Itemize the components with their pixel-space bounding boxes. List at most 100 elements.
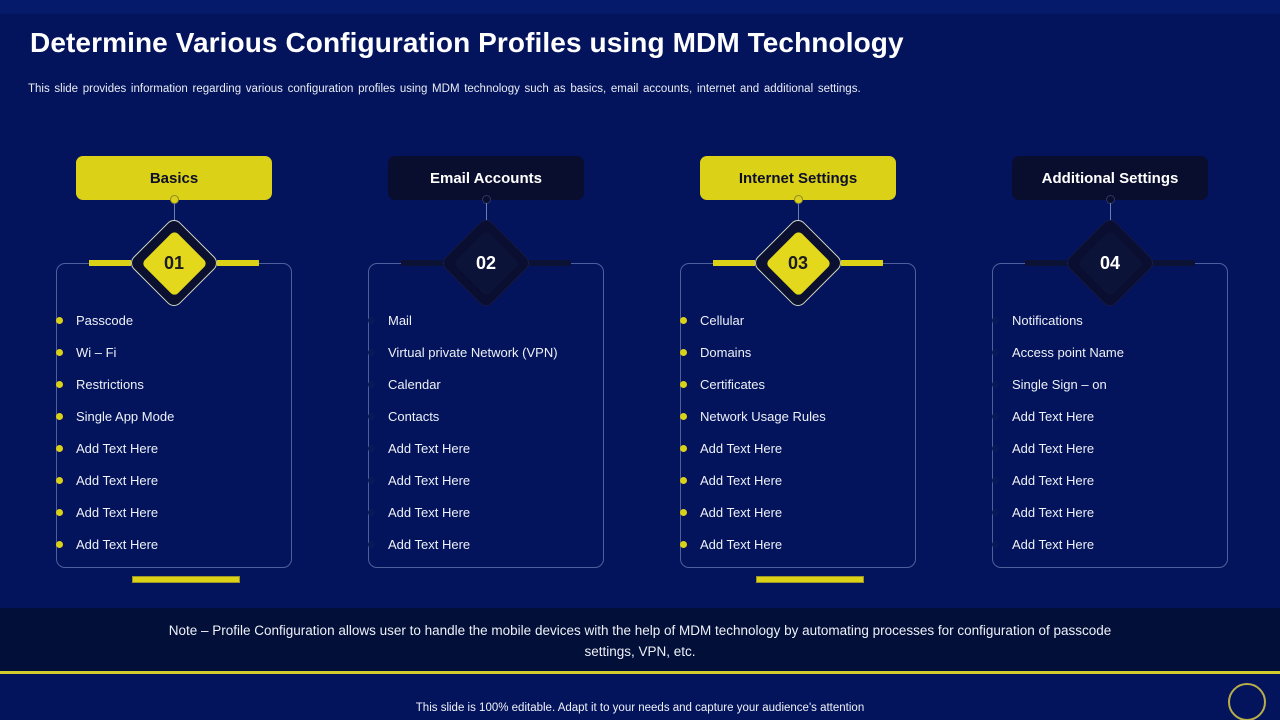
- list-item[interactable]: Network Usage Rules: [680, 400, 930, 432]
- column-header-pill[interactable]: Internet Settings: [700, 156, 896, 200]
- list-item-label: Add Text Here: [700, 440, 783, 456]
- list-item[interactable]: Single App Mode: [56, 400, 306, 432]
- column-header-pill[interactable]: Basics: [76, 156, 272, 200]
- bullet-icon: [680, 380, 687, 388]
- list-item-label: Add Text Here: [1012, 472, 1095, 488]
- bullet-icon: [680, 508, 687, 516]
- list-item-label: Restrictions: [76, 376, 144, 392]
- list-item-label: Calendar: [388, 376, 441, 392]
- column-header-label: Email Accounts: [430, 169, 542, 187]
- list-item-label: Add Text Here: [1012, 536, 1095, 552]
- list-item[interactable]: Add Text Here: [992, 496, 1242, 528]
- bullet-icon: [992, 540, 999, 548]
- list-item-label: Wi – Fi: [76, 344, 117, 360]
- list-item[interactable]: Add Text Here: [992, 400, 1242, 432]
- list-item[interactable]: Wi – Fi: [56, 336, 306, 368]
- bullet-icon: [56, 380, 63, 388]
- badge-side-bar-left: [1025, 260, 1067, 266]
- list-item-label: Single App Mode: [76, 408, 175, 424]
- list-item[interactable]: Add Text Here: [680, 528, 930, 560]
- list-item-label: Add Text Here: [700, 536, 783, 552]
- bullet-icon: [56, 508, 63, 516]
- footer-text: This slide is 100% editable. Adapt it to…: [415, 702, 865, 714]
- list-item-label: Certificates: [700, 376, 766, 392]
- list-item-label: Add Text Here: [700, 472, 783, 488]
- bullet-icon: [992, 348, 999, 356]
- list-item[interactable]: Mail: [368, 304, 618, 336]
- bullet-icon: [56, 476, 63, 484]
- note-band: Note – Profile Configuration allows user…: [0, 608, 1280, 673]
- bullet-icon: [680, 540, 687, 548]
- badge-side-bar-left: [713, 260, 755, 266]
- bullet-icon: [992, 508, 999, 516]
- list-item[interactable]: Restrictions: [56, 368, 306, 400]
- bullet-icon: [368, 476, 375, 484]
- list-item-label: Add Text Here: [1012, 440, 1095, 456]
- column-header-label: Basics: [149, 169, 199, 187]
- list-item[interactable]: Calendar: [368, 368, 618, 400]
- list-item[interactable]: Passcode: [56, 304, 306, 336]
- list-item[interactable]: Add Text Here: [992, 528, 1242, 560]
- list-item[interactable]: Add Text Here: [56, 528, 306, 560]
- corner-circle-icon: [1228, 683, 1266, 720]
- list-item-label: Access point Name: [1012, 344, 1124, 360]
- title-accent-bar: [0, 0, 1280, 14]
- bullet-icon: [680, 476, 687, 484]
- list-item[interactable]: Cellular: [680, 304, 930, 336]
- list-item-label: Passcode: [76, 312, 134, 328]
- list-item[interactable]: Add Text Here: [368, 464, 618, 496]
- list-item[interactable]: Add Text Here: [680, 432, 930, 464]
- list-item-label: Add Text Here: [1012, 408, 1095, 424]
- list-item[interactable]: Add Text Here: [56, 496, 306, 528]
- bullet-icon: [56, 444, 63, 452]
- bullet-icon: [368, 540, 375, 548]
- column-header-pill[interactable]: Additional Settings: [1012, 156, 1208, 200]
- bullet-icon: [368, 508, 375, 516]
- list-item[interactable]: Add Text Here: [368, 496, 618, 528]
- note-text: Note – Profile Configuration allows user…: [168, 622, 1112, 659]
- list-item[interactable]: Virtual private Network (VPN): [368, 336, 618, 368]
- bullet-icon: [680, 444, 687, 452]
- badge-side-bar-left: [401, 260, 443, 266]
- footer-bar: This slide is 100% editable. Adapt it to…: [0, 674, 1280, 720]
- column-header-pill[interactable]: Email Accounts: [388, 156, 584, 200]
- column-header-label: Additional Settings: [1041, 169, 1179, 187]
- list-item-label: Network Usage Rules: [700, 408, 826, 424]
- list-item-label: Add Text Here: [700, 504, 783, 520]
- list-item[interactable]: Contacts: [368, 400, 618, 432]
- bullet-icon: [56, 348, 63, 356]
- list-item[interactable]: Add Text Here: [56, 432, 306, 464]
- list-item[interactable]: Access point Name: [992, 336, 1242, 368]
- list-item[interactable]: Domains: [680, 336, 930, 368]
- list-item[interactable]: Notifications: [992, 304, 1242, 336]
- list-item[interactable]: Add Text Here: [680, 496, 930, 528]
- list-item-label: Add Text Here: [388, 472, 471, 488]
- bullet-icon: [368, 348, 375, 356]
- step-number: 04: [1099, 253, 1121, 273]
- list-item-label: Add Text Here: [388, 536, 471, 552]
- bullet-icon: [680, 316, 687, 324]
- column-accent-underline: [132, 576, 240, 583]
- page-subtitle: This slide provides information regardin…: [28, 83, 861, 95]
- list-item-label: Add Text Here: [388, 504, 471, 520]
- bullet-icon: [56, 540, 63, 548]
- list-item-label: Mail: [388, 312, 412, 328]
- list-item[interactable]: Add Text Here: [992, 432, 1242, 464]
- bullet-icon: [992, 380, 999, 388]
- list-item[interactable]: Add Text Here: [680, 464, 930, 496]
- step-number: 02: [475, 253, 497, 273]
- badge-side-bar-right: [529, 260, 571, 266]
- list-item-label: Notifications: [1012, 312, 1083, 328]
- bullet-icon: [992, 412, 999, 420]
- list-item[interactable]: Single Sign – on: [992, 368, 1242, 400]
- list-item[interactable]: Certificates: [680, 368, 930, 400]
- list-item[interactable]: Add Text Here: [368, 528, 618, 560]
- list-item[interactable]: Add Text Here: [368, 432, 618, 464]
- list-item-label: Domains: [700, 344, 752, 360]
- list-item-label: Add Text Here: [76, 472, 159, 488]
- list-item[interactable]: Add Text Here: [56, 464, 306, 496]
- list-item[interactable]: Add Text Here: [992, 464, 1242, 496]
